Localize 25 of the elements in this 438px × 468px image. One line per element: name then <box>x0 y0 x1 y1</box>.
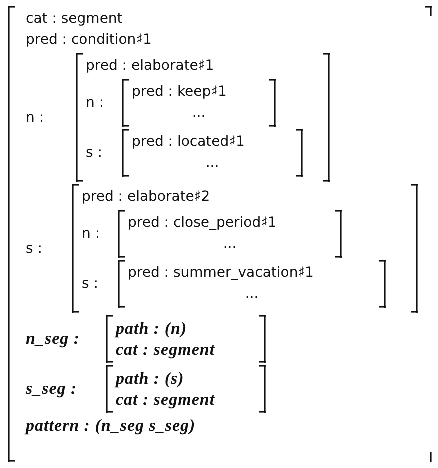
feature-value: pred : elaborate♯1 <box>86 57 216 76</box>
feature-value: ... <box>222 235 238 254</box>
feature-label: n_seg : <box>26 329 82 349</box>
feature-label: n : <box>82 226 102 242</box>
feature-label: s_seg : <box>26 379 78 399</box>
feature-value: path : (s) <box>116 368 186 389</box>
feature-label: s : <box>86 145 104 161</box>
feature-label: s : <box>82 276 100 292</box>
feature-label: n : <box>26 110 46 126</box>
feature-value: cat : segment <box>116 339 216 360</box>
feature-label: n : <box>86 95 106 111</box>
feature-value: ... <box>244 285 260 304</box>
feature-value: cat : segment <box>26 10 124 29</box>
feature-value: pred : close_period♯1 <box>128 214 278 233</box>
feature-value: pred : elaborate♯2 <box>82 188 212 207</box>
feature-value: pattern : (n_seg s_seg) <box>26 415 197 436</box>
feature-value: ... <box>191 104 207 123</box>
feature-value: path : (n) <box>116 318 188 339</box>
feature-value: pred : condition♯1 <box>26 31 153 50</box>
feature-value: pred : keep♯1 <box>132 83 228 102</box>
feature-value: cat : segment <box>116 389 216 410</box>
feature-value: pred : located♯1 <box>132 133 246 152</box>
feature-value: ... <box>204 154 220 173</box>
feature-label: s : <box>26 240 44 256</box>
feature-value: pred : summer_vacation♯1 <box>128 264 315 283</box>
